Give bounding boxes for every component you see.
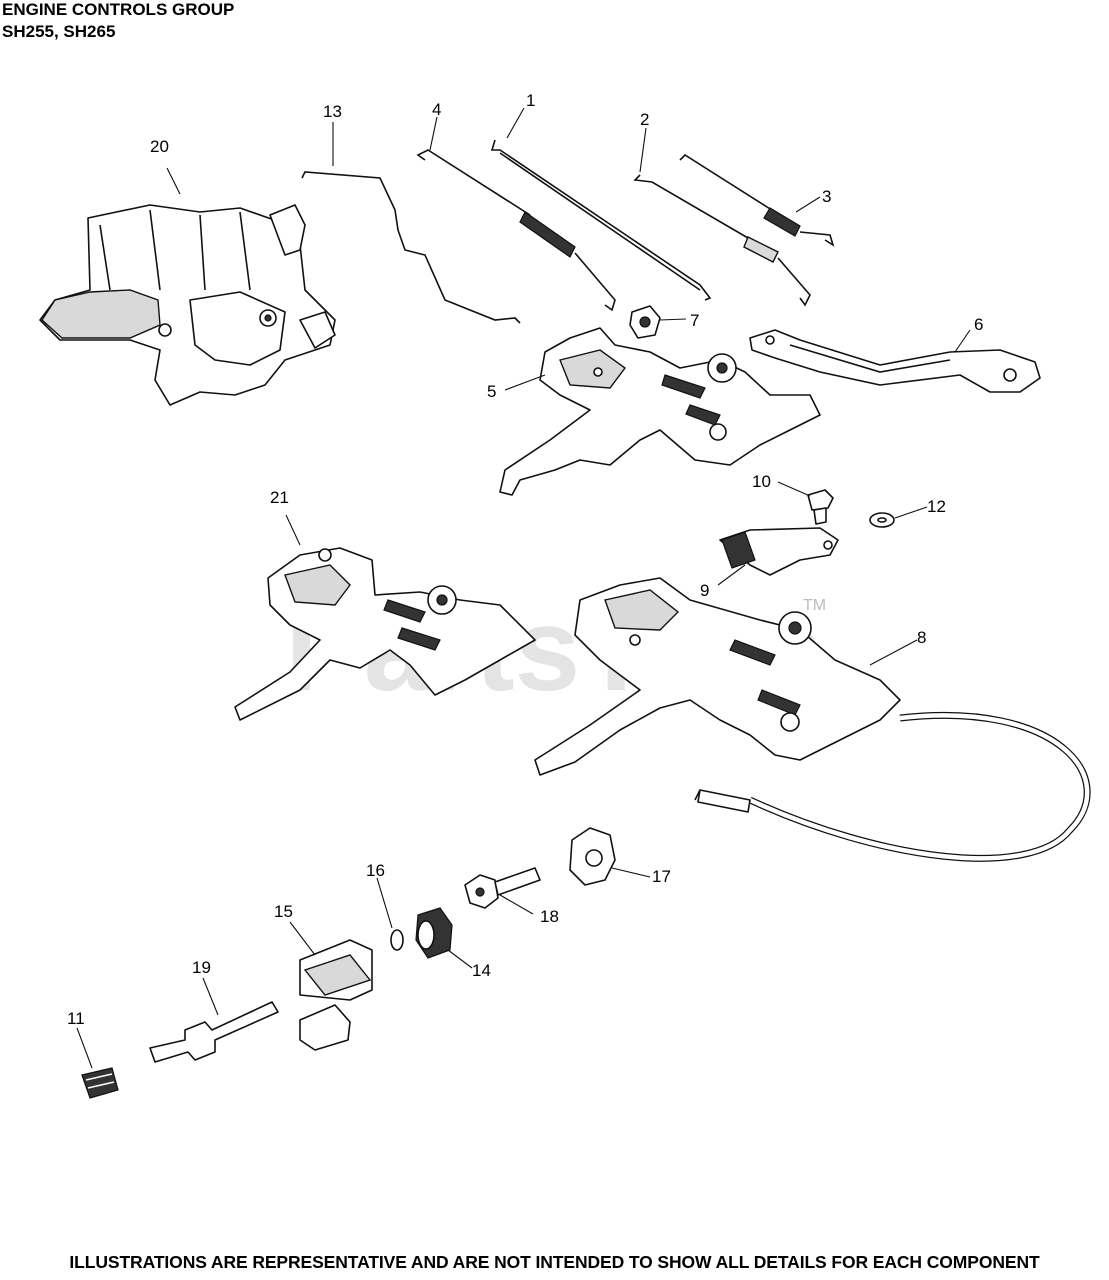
part-2-choke-rod[interactable]	[633, 174, 811, 307]
watermark-trademark: TM	[803, 597, 826, 614]
callout-19: 19	[192, 958, 211, 977]
callout-20: 20	[150, 137, 169, 156]
callout-13: 13	[323, 102, 342, 121]
part-16-o-ring[interactable]	[390, 929, 404, 951]
part-4-governor-spring[interactable]	[416, 149, 616, 312]
part-19-pivot-shaft[interactable]	[149, 1001, 279, 1063]
part-21-control-bracket[interactable]	[234, 547, 536, 721]
part-11-compression-spring[interactable]	[81, 1067, 119, 1099]
callout-10: 10	[752, 472, 771, 491]
part-15-clamp[interactable]	[299, 939, 373, 1051]
diagram-title: ENGINE CONTROLS GROUP	[2, 0, 235, 19]
callout-15: 15	[274, 902, 293, 921]
part-1-throttle-rod[interactable]	[490, 139, 712, 301]
callout-21: 21	[270, 488, 289, 507]
callout-12: 12	[927, 497, 946, 516]
callout-14: 14	[472, 961, 491, 980]
part-17-cable-clip[interactable]	[569, 827, 616, 886]
callout-labels: 20 13 4 1 2 3 7 6 5 10 12 21 9 8 17 18 1…	[67, 91, 983, 1028]
callout-8: 8	[917, 628, 926, 647]
callout-4: 4	[432, 100, 441, 119]
disclaimer-footer: ILLUSTRATIONS ARE REPRESENTATIVE AND ARE…	[69, 1252, 1040, 1272]
callout-7: 7	[690, 311, 699, 330]
part-5-control-bracket[interactable]	[499, 327, 821, 496]
part-7-swivel-nut[interactable]	[629, 305, 661, 339]
part-9-spring-bracket[interactable]	[719, 527, 839, 576]
part-3-spring[interactable]	[679, 153, 835, 247]
leader-lines	[76, 107, 971, 1069]
callout-6: 6	[974, 315, 983, 334]
part-14-bushing[interactable]	[415, 907, 453, 959]
part-18-shoulder-bolt[interactable]	[464, 867, 541, 909]
callout-5: 5	[487, 382, 496, 401]
model-numbers: SH255, SH265	[2, 22, 116, 41]
callout-16: 16	[366, 861, 385, 880]
part-13-link-rod[interactable]	[301, 171, 521, 324]
callout-17: 17	[652, 867, 671, 886]
part-6-control-lever[interactable]	[749, 329, 1041, 393]
part-12-washer[interactable]	[869, 512, 895, 528]
callout-18: 18	[540, 907, 559, 926]
part-10-screw[interactable]	[807, 489, 834, 525]
part-20-control-housing[interactable]	[39, 204, 336, 406]
callout-1: 1	[526, 91, 535, 110]
callout-2: 2	[640, 110, 649, 129]
part-8-control-bracket-cable[interactable]	[534, 577, 1091, 862]
callout-11: 11	[67, 1009, 85, 1028]
exploded-parts-diagram: PartsTree TM	[39, 91, 1091, 1099]
callout-3: 3	[822, 187, 831, 206]
callout-9: 9	[700, 581, 709, 600]
